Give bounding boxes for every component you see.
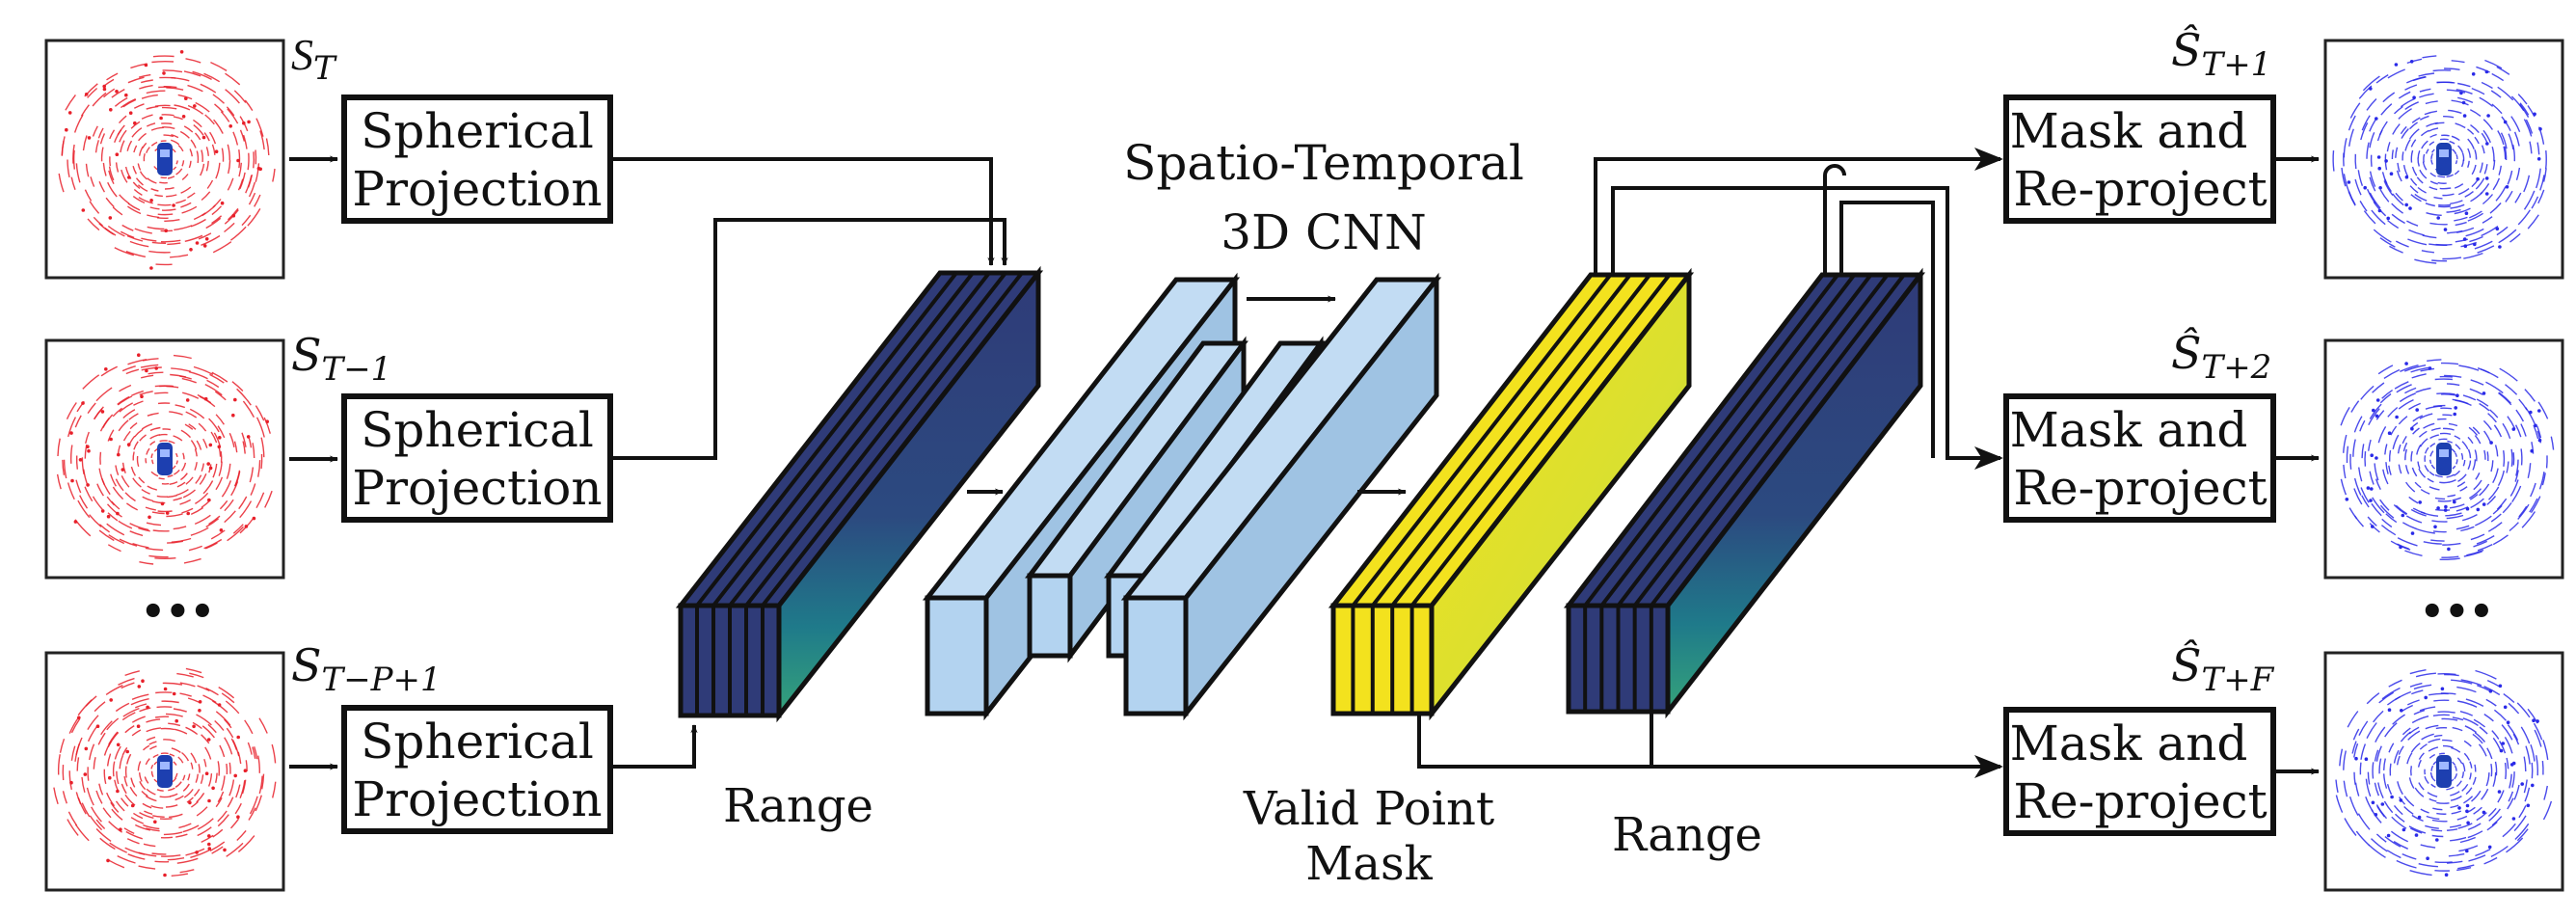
wire-mask-to-reproject-2	[1611, 186, 2003, 470]
svg-text:Projection: Projection	[352, 771, 602, 827]
mask-label-line2: Mask	[1305, 837, 1433, 891]
output-scan-points-t+f	[2335, 669, 2553, 877]
svg-text:Mask and: Mask and	[2010, 103, 2248, 159]
reproject-box-2: Mask and Re-project	[2003, 393, 2276, 523]
input-label-t-1: ST−1	[291, 329, 391, 389]
input-scan-points-t	[58, 50, 276, 270]
output-scan-points-t+1	[2332, 55, 2547, 264]
reproject-box-3: Mask and Re-project	[2003, 707, 2276, 836]
cnn-title-line2: 3D CNN	[1221, 204, 1427, 260]
wire-range-to-reproject-2	[1839, 201, 1935, 458]
svg-text:Projection: Projection	[352, 161, 602, 217]
cnn-block-large-2	[1120, 272, 1442, 721]
svg-text:Spherical: Spherical	[361, 103, 594, 159]
spherical-projection-box-2: Spherical Projection	[341, 393, 613, 523]
spherical-projection-box-1: Spherical Projection	[341, 94, 613, 224]
input-ellipsis: •••	[141, 589, 215, 634]
svg-text:Projection: Projection	[352, 460, 602, 516]
wire-projection-3-to-range	[610, 724, 698, 769]
output-scan-points-t+2	[2340, 359, 2555, 560]
output-scan-thumbnail-t+1	[2323, 39, 2564, 280]
svg-text:Re-project: Re-project	[2013, 773, 2267, 829]
input-scan-thumbnail-t-1	[44, 338, 285, 580]
output-label-t+1: ŜT+1	[2171, 23, 2271, 84]
input-scan-points-t-1	[56, 353, 273, 565]
input-scan-thumbnail-t-p-1	[44, 651, 285, 892]
svg-text:Mask and: Mask and	[2010, 716, 2248, 771]
input-label-t: ST	[291, 30, 337, 88]
output-scan-thumbnail-t+f	[2323, 651, 2564, 892]
wire-projection-1-to-range	[610, 157, 995, 266]
svg-text:Re-project: Re-project	[2013, 460, 2267, 516]
spherical-projection-box-3: Spherical Projection	[341, 705, 613, 834]
output-ellipsis: •••	[2420, 589, 2494, 634]
svg-text:Spherical: Spherical	[361, 714, 594, 770]
svg-text:Mask and: Mask and	[2010, 402, 2248, 458]
svg-text:Re-project: Re-project	[2013, 161, 2267, 217]
input-scan-points-t-p-1	[53, 667, 277, 878]
input-label-t-p-1: ST−P+1	[291, 639, 442, 699]
range-input-tensor	[675, 265, 1044, 723]
range-output-tensor	[1563, 267, 1926, 719]
output-label-t+2: ŜT+2	[2171, 326, 2271, 387]
output-label-t+f: ŜT+F	[2171, 638, 2275, 699]
wire-mask-to-reproject-1	[1594, 148, 2003, 275]
mask-label-line1: Valid Point	[1243, 782, 1494, 836]
range-input-label: Range	[723, 779, 873, 833]
wire-mask-to-reproject-3	[1417, 714, 2003, 778]
cnn-title-line1: Spatio-Temporal	[1123, 135, 1524, 191]
range-output-label: Range	[1612, 808, 1762, 862]
reproject-box-1: Mask and Re-project	[2003, 94, 2276, 224]
valid-point-mask-tensor	[1328, 267, 1695, 721]
wire-range-hop	[1823, 164, 1846, 275]
svg-text:Spherical: Spherical	[361, 402, 594, 458]
output-scan-thumbnail-t+2	[2323, 338, 2564, 580]
input-scan-thumbnail-t	[44, 39, 285, 280]
wire-projection-2-to-range	[610, 218, 1008, 460]
